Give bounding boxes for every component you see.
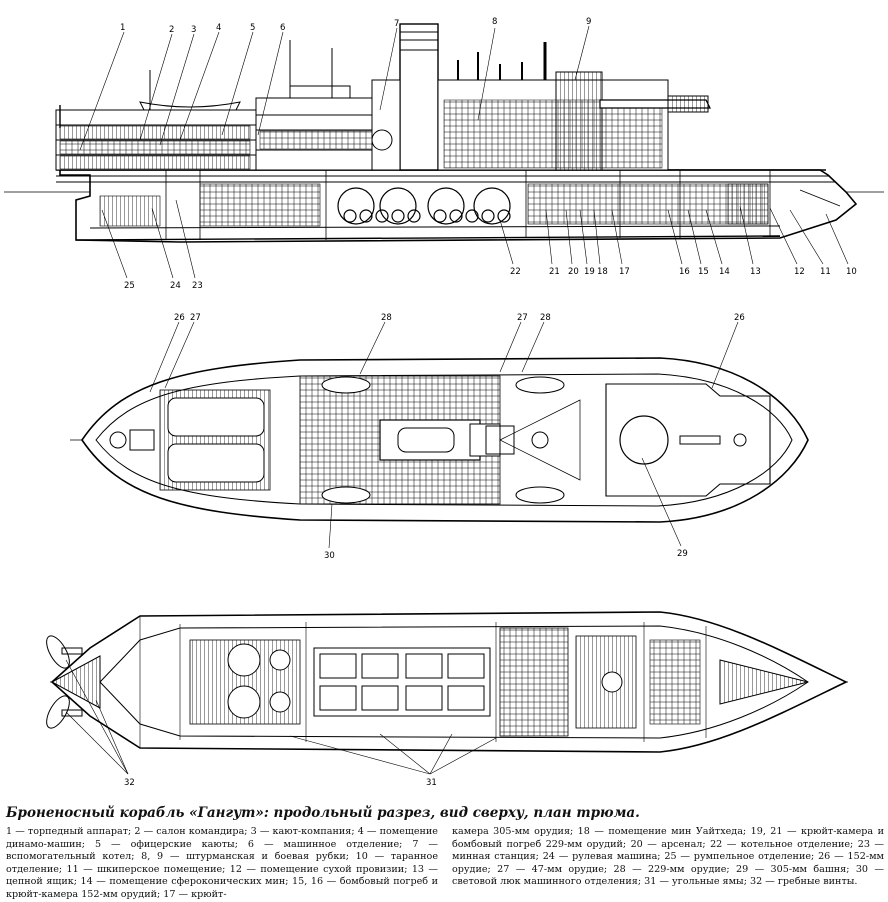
section-labels: 1 2 3 4 5 6 7 8 9 10 11 12 13 14 15 16 1…	[120, 17, 857, 291]
plan-leaders	[149, 321, 739, 549]
label-23: 23	[192, 281, 203, 291]
longitudinal-section	[4, 23, 884, 243]
label-21: 21	[549, 267, 560, 277]
label-29: 29	[677, 549, 688, 559]
label-8: 8	[492, 17, 497, 27]
ship-drawing: 1 2 3 4 5 6 7 8 9 10 11 12 13 14 15 16 1…	[4, 17, 884, 788]
label-19: 19	[584, 267, 595, 277]
label-20: 20	[568, 267, 579, 277]
label-17: 17	[619, 267, 630, 277]
label-14: 14	[719, 267, 730, 277]
label-4: 4	[216, 23, 221, 33]
label-10: 10	[846, 267, 857, 277]
label-32: 32	[124, 778, 135, 788]
label-15: 15	[698, 267, 709, 277]
label-6: 6	[280, 23, 285, 33]
legend-left: 1 — торпедный аппарат; 2 — салон команди…	[6, 826, 438, 900]
hold-leaders	[65, 659, 497, 775]
label-25: 25	[124, 281, 135, 291]
plan-labels: 26 27 28 27 28 26 30 29	[174, 313, 745, 561]
label-18: 18	[597, 267, 608, 277]
label-5: 5	[250, 23, 255, 33]
label-28-stern: 28	[381, 313, 392, 323]
label-30: 30	[324, 551, 335, 561]
label-31: 31	[426, 778, 437, 788]
label-26-bow: 26	[734, 313, 745, 323]
hold-plan	[46, 611, 848, 753]
label-28-bow: 28	[540, 313, 551, 323]
label-2: 2	[169, 25, 174, 35]
label-9: 9	[586, 17, 591, 27]
section-leaders	[79, 25, 849, 279]
hold-labels: 32 31	[124, 778, 437, 788]
label-27-stern: 27	[190, 313, 201, 323]
label-27-bow: 27	[517, 313, 528, 323]
label-26-stern: 26	[174, 313, 185, 323]
label-12: 12	[794, 267, 805, 277]
label-13: 13	[750, 267, 761, 277]
label-7: 7	[394, 19, 399, 29]
label-1: 1	[120, 23, 125, 33]
legend-right: камера 305-мм орудия; 18 — помещение мин…	[452, 826, 884, 888]
plan-view	[70, 357, 809, 523]
label-24: 24	[170, 281, 181, 291]
label-22: 22	[510, 267, 521, 277]
label-16: 16	[679, 267, 690, 277]
label-3: 3	[191, 25, 196, 35]
label-11: 11	[820, 267, 831, 277]
caption-title: Броненосный корабль «Гангут»: продольный…	[6, 805, 640, 821]
